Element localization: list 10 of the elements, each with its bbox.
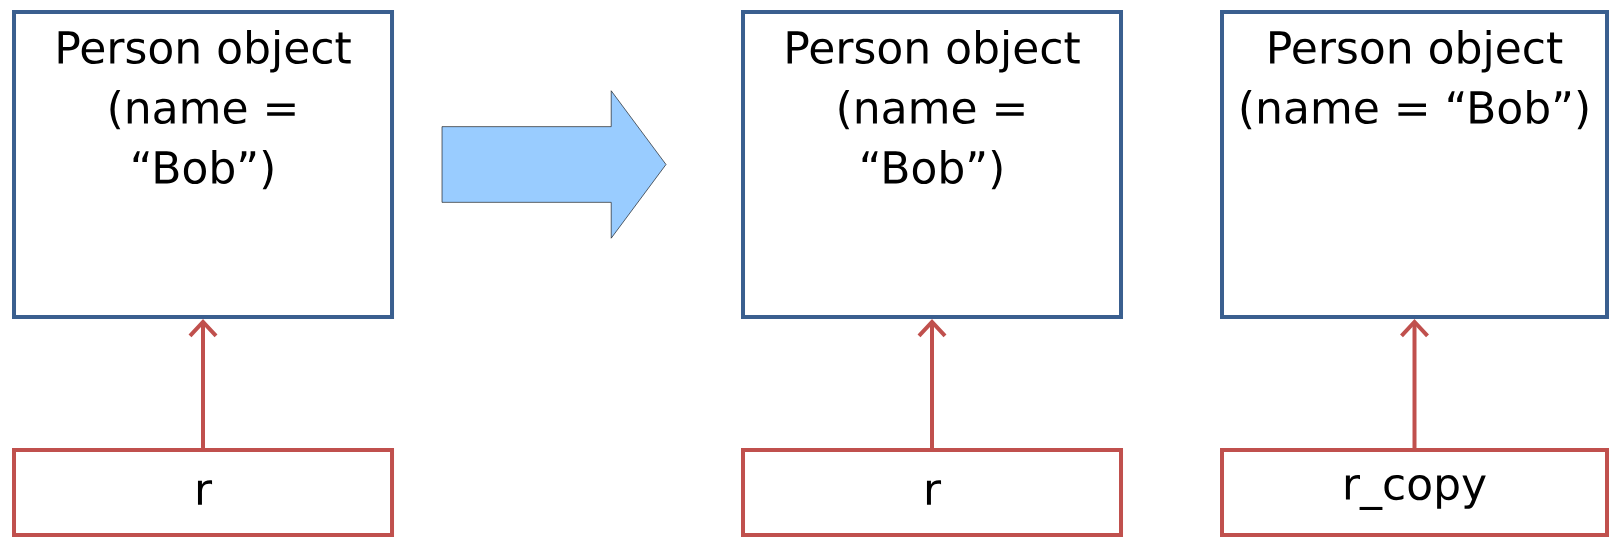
variable-box: r_copy — [1220, 448, 1609, 537]
arrow — [1400, 319, 1429, 448]
variable-box: r — [741, 448, 1123, 537]
block-arrow — [441, 90, 667, 239]
arrow — [188, 319, 218, 448]
object-box: Person object (name = “Bob”) — [1220, 10, 1609, 319]
object-box: Person object (name = “Bob”) — [12, 10, 394, 319]
variable-box: r — [12, 448, 394, 537]
object-box: Person object (name = “Bob”) — [741, 10, 1123, 319]
arrow — [917, 319, 947, 448]
